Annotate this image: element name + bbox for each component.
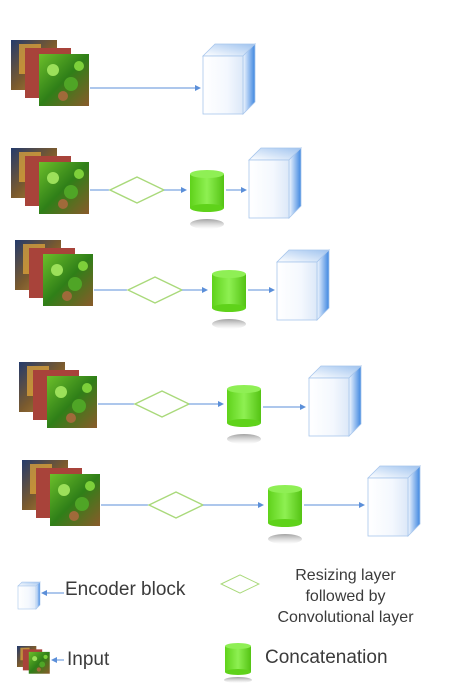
- legend-label-concatenation: Concatenation: [265, 647, 388, 668]
- input-image-stack-icon: [22, 460, 100, 526]
- resize-conv-diamond-icon: [134, 390, 190, 418]
- row-5: [22, 460, 421, 544]
- concatenation-cylinder-icon: [212, 270, 246, 329]
- legend: [17, 574, 260, 683]
- encoder-block-cube-icon: [276, 249, 330, 321]
- resize-conv-diamond-icon: [148, 491, 204, 519]
- row-2: [11, 147, 302, 229]
- input-legend-icon: [17, 646, 50, 674]
- concatenation-cylinder-icon: [268, 485, 302, 544]
- encoder-block-cube-icon: [367, 465, 421, 537]
- legend-label-input: Input: [67, 649, 110, 670]
- concatenation-legend-icon: [224, 643, 252, 683]
- resize-conv-diamond-icon: [127, 276, 183, 304]
- resize-conv-legend-icon: [220, 574, 260, 594]
- concatenation-cylinder-icon: [190, 170, 224, 229]
- input-image-stack-icon: [19, 362, 97, 428]
- resize-conv-diamond-icon: [109, 176, 165, 204]
- legend-label-encoder-block: Encoder block: [65, 579, 186, 600]
- encoder-block-cube-icon: [248, 147, 302, 219]
- input-image-stack-icon: [11, 148, 89, 214]
- encoder-block-cube-icon: [308, 365, 362, 437]
- concatenation-cylinder-icon: [227, 385, 261, 444]
- row-1: [11, 40, 256, 115]
- input-image-stack-icon: [11, 40, 89, 106]
- encoder-block-legend-icon: [17, 581, 41, 610]
- row-4: [19, 362, 362, 444]
- encoder-block-cube-icon: [202, 43, 256, 115]
- input-image-stack-icon: [15, 240, 93, 306]
- row-3: [15, 240, 330, 329]
- legend-label-resizing-layer: Resizing layer followed by Convolutional…: [277, 567, 414, 626]
